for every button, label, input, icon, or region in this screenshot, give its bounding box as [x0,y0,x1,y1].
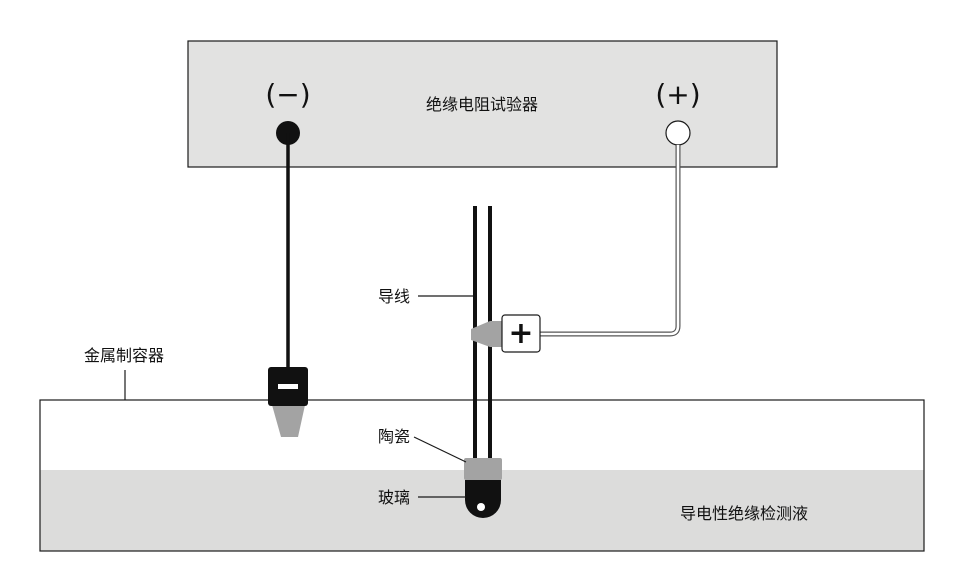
plus-lead-wire-outline [540,145,681,337]
ceramic-leader [413,436,467,463]
minus-clip [268,367,308,437]
minus-clip-jaw [272,405,305,437]
plus-sign-icon: + [508,316,533,351]
glass-tip [465,480,501,518]
metal-container-label: 金属制容器 [84,346,164,365]
ceramic-sleeve [464,458,502,480]
plus-clip: + [471,314,541,353]
liquid-label: 导电性绝缘检测液 [680,504,808,523]
minus-sign-icon [278,384,298,389]
glass-tip-hole [477,503,485,511]
ceramic-label: 陶瓷 [378,427,410,446]
plus-terminal-label: (+) [655,78,700,111]
plus-terminal [665,120,691,146]
tester-title: 绝缘电阻试验器 [426,95,538,114]
metal-container [39,399,925,552]
plus-lead-wire [540,145,680,336]
minus-terminal-label: (−) [265,78,310,111]
wire-label: 导线 [378,287,410,306]
plus-clip-body [501,314,541,353]
plus-clip-jaw [471,321,502,347]
glass-label: 玻璃 [378,488,410,507]
